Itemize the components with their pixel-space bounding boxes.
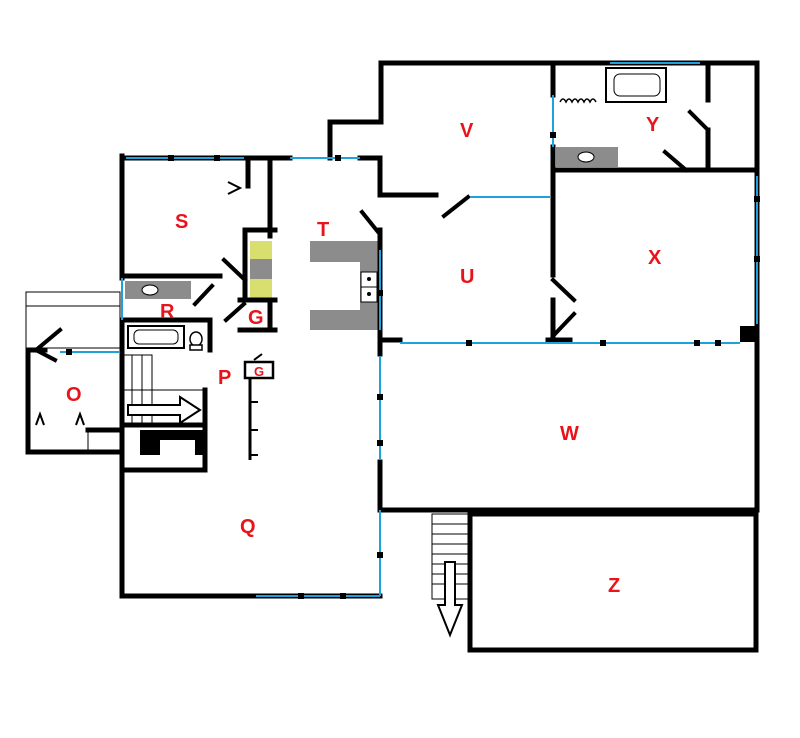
stairs-down-arrow-icon xyxy=(436,561,464,638)
kitchen-counter xyxy=(310,241,380,330)
room-label-q: Q xyxy=(240,516,256,538)
room-label-x: X xyxy=(648,247,662,269)
room-label-y: Y xyxy=(646,114,660,136)
bath-r-toilet xyxy=(189,331,203,347)
bath-r-sink xyxy=(141,284,159,296)
stairs-arrow-icon xyxy=(127,395,202,425)
room-label-r: R xyxy=(160,301,175,323)
appliance-top xyxy=(250,241,272,259)
room-label-t: T xyxy=(317,219,329,241)
room-label-p: P xyxy=(218,367,231,389)
bath-y-sink xyxy=(577,151,595,163)
room-labels: O P Q R S T U V W X Y Z G G xyxy=(66,114,662,597)
doors xyxy=(33,109,711,363)
appliance-bottom xyxy=(250,279,272,299)
room-label-g-small: G xyxy=(254,364,264,379)
room-label-o: O xyxy=(66,384,82,406)
walls xyxy=(25,60,760,653)
room-label-z: Z xyxy=(608,575,620,597)
room-label-v: V xyxy=(460,120,474,142)
room-label-w: W xyxy=(560,423,579,445)
corner-post xyxy=(740,326,757,342)
door-swing-small xyxy=(227,181,243,195)
room-label-g-closet: G xyxy=(248,307,264,329)
window-mullions xyxy=(66,132,760,599)
fireplace xyxy=(140,430,205,455)
appliance-mid xyxy=(250,259,272,279)
fixtures xyxy=(125,67,667,351)
radiator-icon xyxy=(559,98,597,104)
room-label-s: S xyxy=(175,211,188,233)
room-label-u: U xyxy=(460,266,474,288)
closet-rod xyxy=(243,353,275,460)
